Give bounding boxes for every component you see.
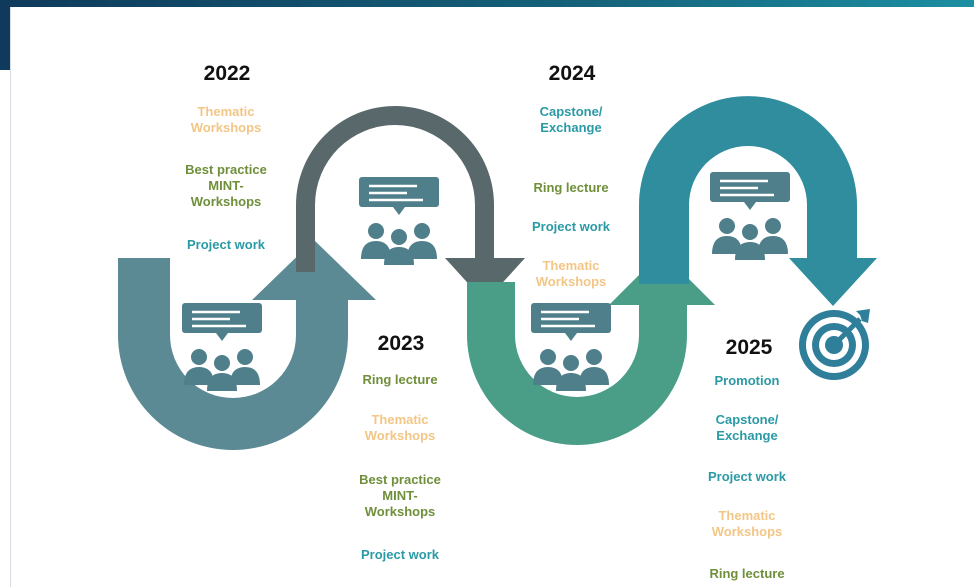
item-2025-promotion: Promotion — [714, 373, 780, 388]
item-2024-thematic-workshops: Thematic Workshops — [535, 258, 607, 289]
item-2025-project-work: Project work — [707, 469, 787, 484]
item-2023-ring-lecture: Ring lecture — [362, 372, 438, 387]
side-accent-bar — [0, 7, 10, 70]
item-2022-project-work: Project work — [186, 237, 266, 252]
meeting-icon — [531, 303, 611, 391]
item-2025-thematic-workshops: Thematic Workshops — [711, 508, 783, 539]
item-2022-best-practice: Best practice MINT- Workshops — [185, 162, 267, 209]
arrow-segment-2025 — [639, 96, 877, 307]
arrow-segment-2024 — [467, 252, 715, 445]
item-2023-best-practice: Best practice MINT- Workshops — [359, 472, 441, 519]
meeting-icon — [182, 303, 262, 391]
item-2025-ring-lecture: Ring lecture — [709, 566, 785, 581]
arrow-segment-2022 — [118, 240, 376, 450]
year-2023-heading: 2023 — [377, 332, 425, 355]
meeting-icon — [359, 177, 439, 265]
year-2024-heading: 2024 — [548, 62, 596, 85]
meeting-icon — [710, 172, 790, 260]
year-2022-heading: 2022 — [203, 62, 251, 85]
item-2024-capstone-exchange: Capstone/ Exchange — [539, 104, 603, 135]
item-2024-project-work: Project work — [531, 219, 611, 234]
item-2025-capstone-exchange: Capstone/ Exchange — [715, 412, 779, 443]
item-2023-thematic-workshops: Thematic Workshops — [364, 412, 436, 443]
side-divider — [10, 7, 11, 587]
target-icon — [799, 309, 870, 380]
top-accent-bar — [0, 0, 974, 7]
item-2023-project-work: Project work — [360, 547, 440, 562]
arrow-segment-2023 — [296, 106, 525, 302]
item-2024-ring-lecture: Ring lecture — [533, 180, 609, 195]
year-2025-heading: 2025 — [725, 336, 773, 359]
item-2022-thematic-workshops: Thematic Workshops — [190, 104, 262, 135]
